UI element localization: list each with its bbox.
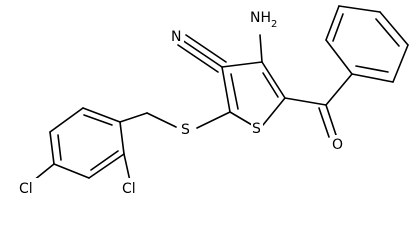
label-mask-ortho-chlorine <box>121 178 143 196</box>
bond-nitrile-triple-b <box>185 34 227 63</box>
bond-carbonyl-phenyl <box>325 73 353 106</box>
bond-nitrile-triple-c <box>177 44 219 73</box>
dcp-bond-3 <box>49 131 55 165</box>
phenyl-ring <box>325 5 409 83</box>
bond-sulfur-ch2 <box>146 112 177 128</box>
label-mask-nitrile <box>170 27 184 43</box>
bond-c5-s <box>262 97 286 126</box>
label-mask-amino <box>250 8 284 30</box>
dcp-bond-2 <box>49 107 84 133</box>
phenyl-double-1 <box>355 65 389 73</box>
dcp-bond-6 <box>119 121 125 155</box>
bond-c3-c4 <box>221 61 263 68</box>
bond-ch2-aryl <box>119 112 148 123</box>
phenyl-bond-4 <box>338 5 381 13</box>
label-mask-ring-sulfur <box>251 118 263 136</box>
phenyl-bond-3 <box>379 11 409 46</box>
dcp-bond-1 <box>82 107 121 123</box>
dcp-bond-4 <box>53 163 90 179</box>
thioether-sulfur-label: S <box>181 122 190 138</box>
dcp-double-3 <box>90 150 119 171</box>
bond-nitrile-triple-a <box>181 39 223 68</box>
phenyl-bond-2 <box>392 44 409 83</box>
atom-labels: N NH2 S S O Cl Cl <box>18 8 345 197</box>
dcp-bond-5 <box>88 153 125 179</box>
thioether-linkage <box>119 111 231 129</box>
dichlorophenyl-ring <box>32 107 131 182</box>
ortho-chlorine-label: Cl <box>122 181 136 197</box>
bond-carbonyl-oxygen-b <box>318 107 330 138</box>
bond-c4-c5 <box>261 61 286 99</box>
amino-main-text: NH <box>250 10 271 26</box>
benzoyl-group <box>284 73 353 138</box>
bond-c3-c2-double <box>230 73 239 110</box>
amino-subscript-text: 2 <box>271 19 277 30</box>
dcp-double-1 <box>83 114 113 126</box>
bond-s-c2 <box>229 111 253 126</box>
bond-c5-carbonyl <box>284 97 327 106</box>
para-chlorine-label: Cl <box>19 181 33 197</box>
molecule-drawing: N NH2 S S O Cl Cl <box>18 5 409 197</box>
carbonyl-oxygen-label: O <box>332 137 343 153</box>
label-mask-thioether-sulfur <box>180 120 194 138</box>
bond-c2-sulfur <box>196 111 231 129</box>
nitrile-group <box>177 34 227 73</box>
bond-c3-c2 <box>221 66 231 113</box>
structure-diagram: N NH2 S S O Cl Cl <box>18 5 409 197</box>
dcp-double-2 <box>57 134 62 161</box>
bond-c4-c5-double <box>262 72 279 98</box>
phenyl-bond-1 <box>351 73 394 83</box>
bond-carbonyl-oxygen-a <box>325 104 337 136</box>
amino-label: NH2 <box>250 10 277 30</box>
thiophene-ring <box>221 61 286 126</box>
ring-sulfur-label: S <box>252 121 261 137</box>
bond-c4-amino <box>259 34 263 63</box>
label-mask-para-chlorine <box>18 178 40 196</box>
bond-ortho-chlorine <box>123 153 131 182</box>
phenyl-bond-6 <box>325 39 353 75</box>
phenyl-double-2 <box>375 18 400 47</box>
label-mask-carbonyl-oxygen <box>331 135 345 152</box>
phenyl-bond-5 <box>325 5 340 41</box>
phenyl-double-3 <box>332 13 344 42</box>
nitrile-nitrogen-label: N <box>171 29 181 45</box>
